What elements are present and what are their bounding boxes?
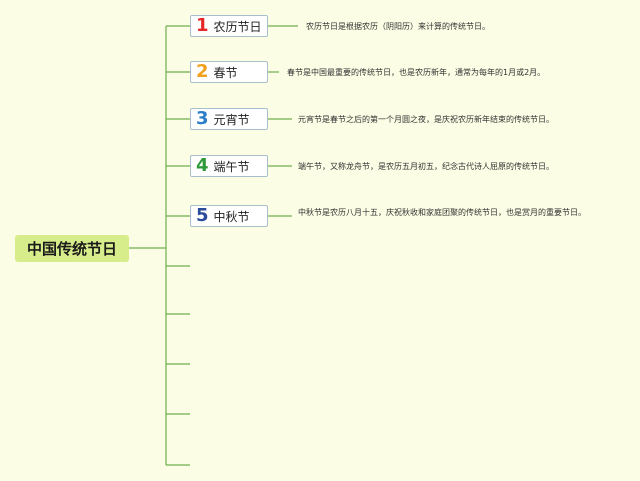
topic-description-1: 农历节日是根据农历（阴阳历）来计算的传统节日。 <box>306 22 490 31</box>
root-title: 中国传统节日 <box>26 240 117 258</box>
number-badge-5: 5 <box>196 205 209 226</box>
topic-description-3: 元宵节是春节之后的第一个月圆之夜，是庆祝农历新年结束的传统节日。 <box>298 115 554 124</box>
topic-node-5[interactable]: 5 中秋节 <box>190 205 268 227</box>
number-badge-3: 3 <box>196 108 209 129</box>
topic-description-5: 中秋节是农历八月十五，庆祝秋收和家庭团聚的传统节日，也是赏月的重要节日。 <box>298 208 586 217</box>
topic-description-2: 春节是中国最重要的传统节日，也是农历新年，通常为每年的1月或2月。 <box>287 68 546 77</box>
root-node[interactable]: 中国传统节日 <box>15 235 129 262</box>
number-badge-2: 2 <box>196 61 209 82</box>
topic-label-5: 中秋节 <box>213 209 250 224</box>
topic-node-1[interactable]: 1 农历节日 <box>190 15 268 37</box>
number-badge-1: 1 <box>196 15 209 36</box>
topic-label-2: 春节 <box>213 65 238 80</box>
number-badge-4: 4 <box>196 155 209 176</box>
topic-label-4: 端午节 <box>213 159 250 174</box>
topic-label-1: 农历节日 <box>213 19 262 34</box>
topic-node-2[interactable]: 2 春节 <box>190 61 268 83</box>
topic-node-3[interactable]: 3 元宵节 <box>190 108 268 130</box>
topic-label-3: 元宵节 <box>213 112 250 127</box>
topic-description-4: 端午节，又称龙舟节，是农历五月初五，纪念古代诗人屈原的传统节日。 <box>298 162 554 171</box>
topic-node-4[interactable]: 4 端午节 <box>190 155 268 177</box>
